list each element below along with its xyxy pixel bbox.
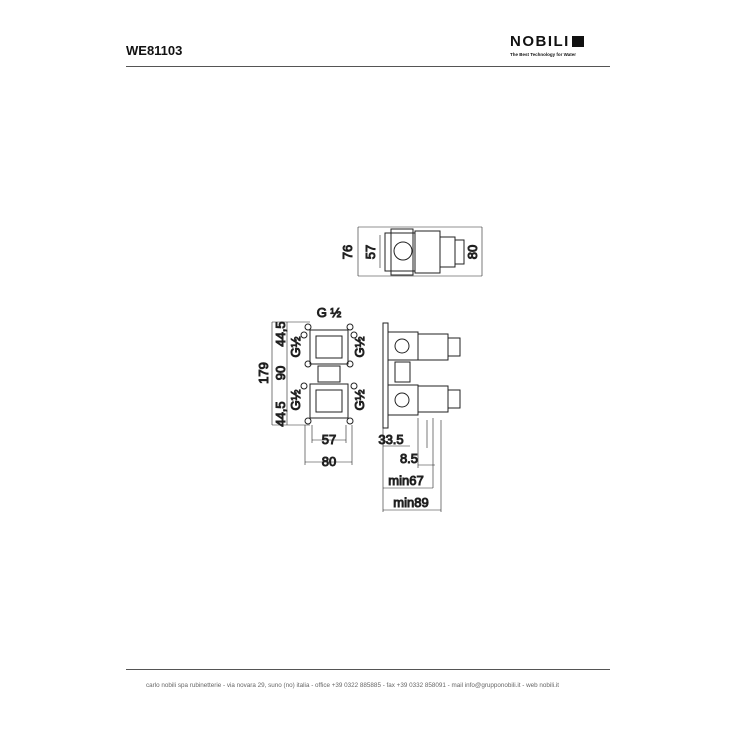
header-divider [126,66,610,67]
dim-8-5: 8.5 [400,451,418,466]
dim-min67: min67 [388,473,423,488]
thread-top: G ½ [317,305,342,320]
thread-left-upper: G½ [288,336,303,357]
footer-divider [126,669,610,670]
brand-tagline: The Best Technology for Water [510,52,577,57]
dim-57: 57 [363,245,378,259]
dim-179: 179 [256,362,271,384]
front-view: 179 44,5 90 44,5 G ½ G½ G½ G½ G½ 57 80 [256,305,368,470]
brand-logo: NOBILI The Best Technology for Water [510,33,600,57]
thread-right-upper: G½ [352,336,367,357]
dim-90: 90 [273,366,288,380]
dim-min89: min89 [393,495,428,510]
dim-33-5: 33.5 [378,432,403,447]
side-view: 33.5 8.5 min67 min89 [378,322,461,512]
logo-mark-icon [571,36,584,47]
dim-80: 80 [465,245,480,259]
dim-76: 76 [340,245,355,259]
dim-bottom-44-5: 44,5 [273,401,288,426]
footer-contact: carlo nobili spa rubinetterie - via nova… [146,682,560,689]
top-view: 76 57 80 [340,226,483,277]
dim-top-44-5: 44,5 [273,321,288,346]
dim-80-width: 80 [322,454,336,469]
thread-left-lower: G½ [288,389,303,410]
thread-right-lower: G½ [352,389,367,410]
dim-57-width: 57 [322,432,336,447]
brand-name: NOBILI [510,33,570,50]
product-code: WE81103 [126,43,183,58]
